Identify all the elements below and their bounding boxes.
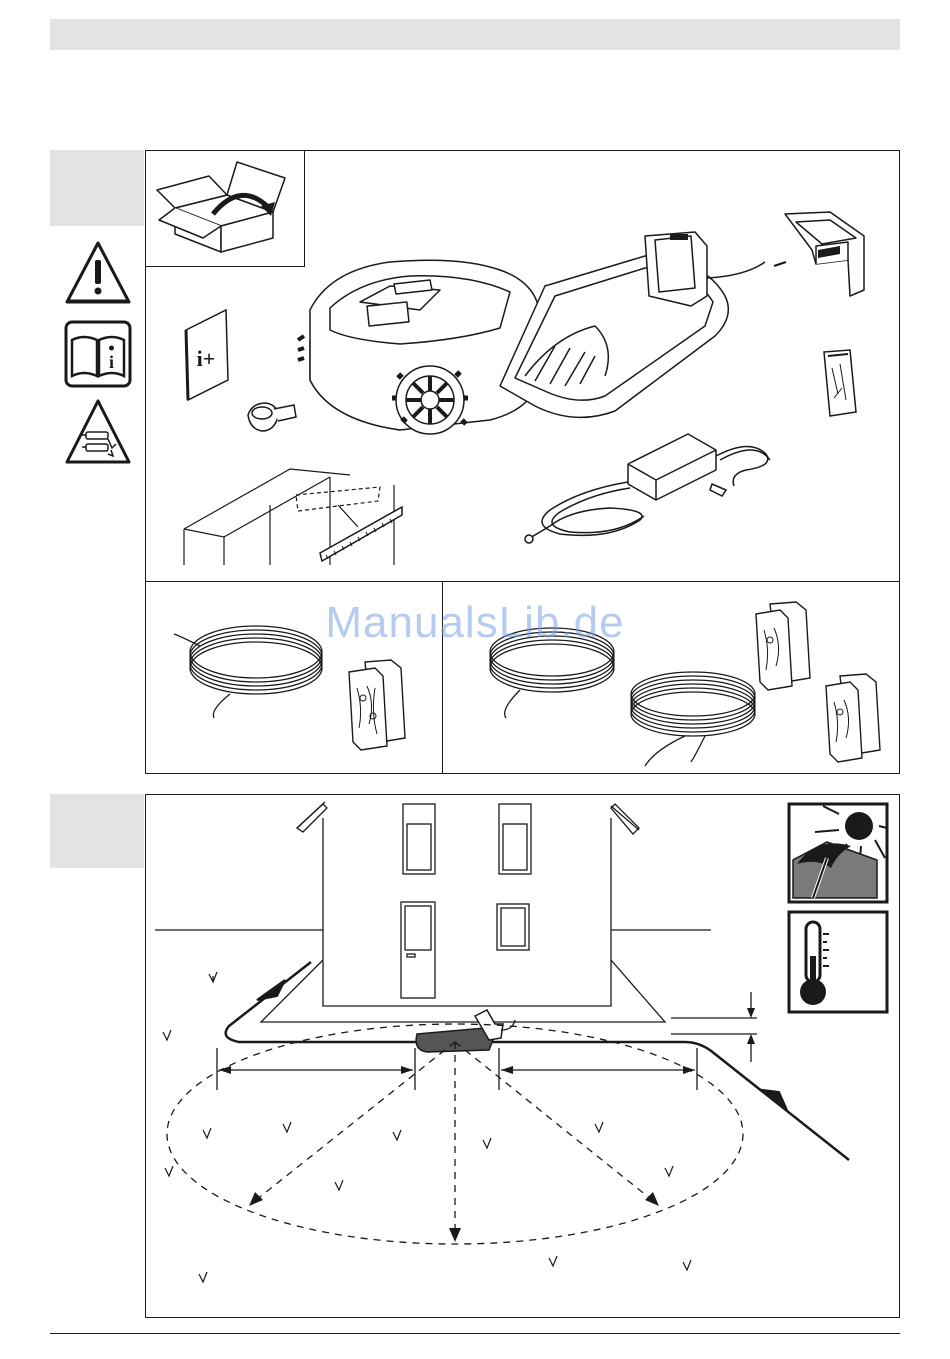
manual-icon-glyph: i bbox=[109, 352, 114, 372]
key-illustration bbox=[244, 395, 300, 437]
screw-bag-illustration bbox=[820, 348, 860, 418]
booklet-glyph: i+ bbox=[197, 346, 216, 371]
peg-bags-bottom-illustration bbox=[822, 672, 884, 764]
section-tab-contents bbox=[50, 150, 144, 226]
station-cover-illustration bbox=[770, 210, 870, 300]
header-bar bbox=[50, 19, 900, 50]
section-tab-installation bbox=[50, 794, 144, 868]
watermark: ManualsLib.de bbox=[0, 598, 950, 648]
packaging-ruler-illustration bbox=[180, 465, 405, 565]
peg-bags-illustration bbox=[345, 658, 410, 753]
user-manual-booklet: i+ bbox=[182, 306, 232, 402]
read-manual-icon: i bbox=[64, 320, 132, 388]
warning-triangle-icon bbox=[64, 240, 132, 306]
mower-blade-hazard-icon bbox=[64, 398, 132, 466]
thermometer-icon bbox=[787, 910, 889, 1014]
weather-sun-umbrella-icon bbox=[787, 802, 889, 904]
boundary-wire-coil-2 bbox=[625, 666, 765, 774]
charging-station-illustration bbox=[495, 226, 755, 426]
footer-rule bbox=[50, 1333, 900, 1334]
open-box-illustration bbox=[145, 150, 305, 267]
power-supply-illustration bbox=[520, 430, 780, 550]
